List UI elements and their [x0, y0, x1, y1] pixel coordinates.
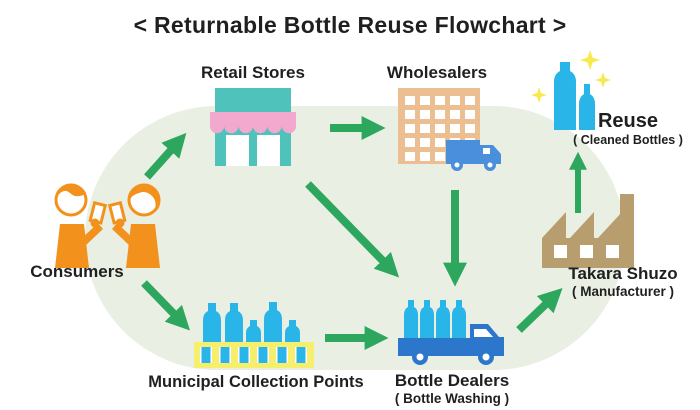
reuse-label: Reuse ( Cleaned Bottles )	[556, 110, 700, 147]
arrow-retail-to-dealers	[305, 181, 400, 278]
reuse-title: Reuse	[597, 110, 659, 132]
collection-crate-icon	[194, 302, 314, 368]
arrow-consumers-to-retail	[144, 132, 187, 180]
consumers-icon	[54, 183, 161, 268]
reuse-subtitle: ( Cleaned Bottles )	[573, 133, 683, 147]
dealer-truck-icon	[398, 300, 504, 365]
retail-stores-label: Retail Stores	[201, 63, 305, 82]
arrow-consumers-to-municipal	[141, 280, 191, 331]
arrow-dealers-to-takara	[516, 288, 563, 333]
reuse-bottles-icon	[531, 50, 611, 130]
takara-subtitle: ( Manufacturer )	[571, 283, 674, 299]
dealers-subtitle: ( Bottle Washing )	[394, 390, 510, 406]
consumers-label: Consumers	[30, 262, 124, 281]
municipal-collection-label: Municipal Collection Points	[148, 373, 364, 391]
wholesalers-icon	[398, 88, 501, 171]
takara-title: Takara Shuzo	[568, 264, 678, 283]
takara-shuzo-label: Takara Shuzo ( Manufacturer )	[545, 264, 700, 299]
wholesalers-label: Wholesalers	[386, 63, 488, 82]
factory-icon	[542, 194, 634, 268]
dealers-title: Bottle Dealers	[394, 371, 510, 390]
page-title: < Returnable Bottle Reuse Flowchart >	[133, 12, 567, 38]
retail-store-icon	[210, 88, 296, 166]
bottle-dealers-label: Bottle Dealers ( Bottle Washing )	[376, 371, 528, 406]
